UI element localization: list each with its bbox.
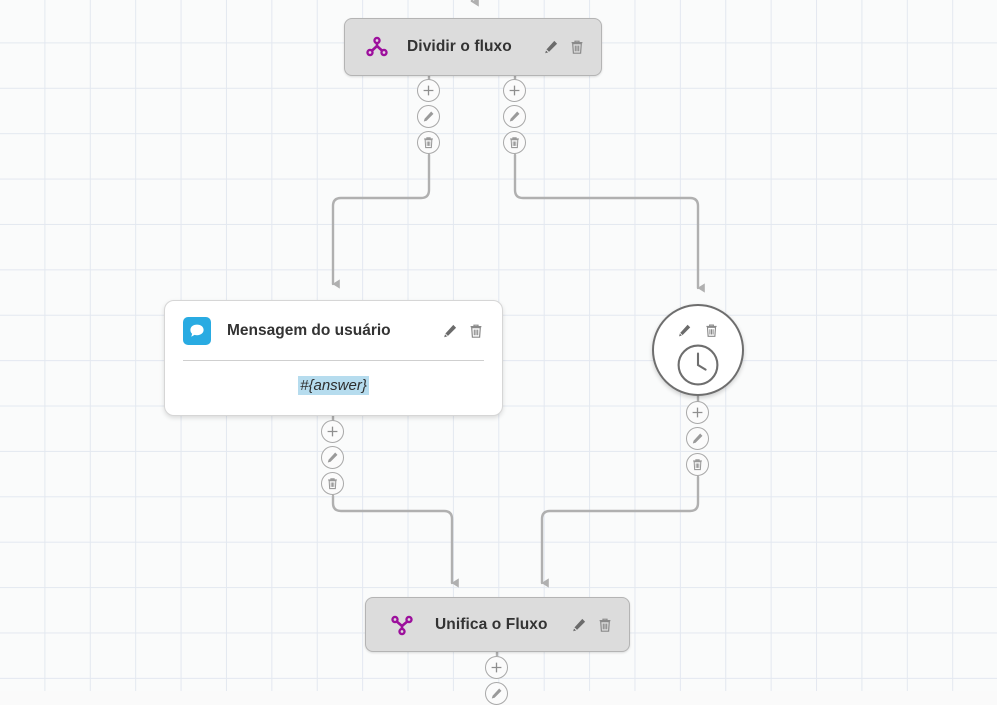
edit-connection-button[interactable] xyxy=(485,682,508,705)
node-body: #{answer} xyxy=(165,361,502,415)
pencil-icon[interactable] xyxy=(571,617,587,633)
pencil-icon[interactable] xyxy=(543,39,559,55)
edit-connection-button[interactable] xyxy=(321,446,344,469)
edit-connection-button[interactable] xyxy=(417,105,440,128)
chat-bubble-icon xyxy=(183,317,211,345)
edge-message-to-merge xyxy=(331,494,459,588)
node-toolbar[interactable] xyxy=(543,39,585,55)
add-node-button[interactable] xyxy=(417,79,440,102)
node-merge-flow[interactable]: Unifica o Fluxo xyxy=(365,597,630,652)
delete-connection-button[interactable] xyxy=(417,131,440,154)
node-timer[interactable] xyxy=(652,304,744,396)
edit-connection-button[interactable] xyxy=(686,427,709,450)
edge-split-to-message xyxy=(331,153,431,289)
edit-connection-button[interactable] xyxy=(503,105,526,128)
node-title: Mensagem do usuário xyxy=(227,322,391,339)
edge-split-to-timer xyxy=(513,153,705,293)
divider xyxy=(183,360,484,361)
delete-connection-button[interactable] xyxy=(321,472,344,495)
node-user-message[interactable]: Mensagem do usuário xyxy=(164,300,503,416)
clock-icon xyxy=(654,343,742,387)
merge-flow-icon xyxy=(388,611,416,639)
node-title: Unifica o Fluxo xyxy=(435,615,548,633)
node-toolbar[interactable] xyxy=(654,306,742,339)
node-toolbar[interactable] xyxy=(442,323,484,339)
pencil-icon[interactable] xyxy=(677,323,693,339)
split-flow-icon xyxy=(363,33,391,61)
pencil-icon[interactable] xyxy=(442,323,458,339)
trash-icon[interactable] xyxy=(704,323,720,339)
delete-connection-button[interactable] xyxy=(503,131,526,154)
trash-icon[interactable] xyxy=(468,323,484,339)
node-title: Dividir o fluxo xyxy=(407,38,512,55)
edge-timer-to-merge xyxy=(540,475,700,588)
node-split-flow[interactable]: Dividir o fluxo xyxy=(344,18,602,76)
message-variable-chip: #{answer} xyxy=(298,376,369,395)
node-toolbar[interactable] xyxy=(571,617,613,633)
add-node-button[interactable] xyxy=(321,420,344,443)
node-header: Mensagem do usuário xyxy=(165,301,502,345)
add-node-button[interactable] xyxy=(503,79,526,102)
add-node-button[interactable] xyxy=(686,401,709,424)
delete-connection-button[interactable] xyxy=(686,453,709,476)
add-node-button[interactable] xyxy=(485,656,508,679)
trash-icon[interactable] xyxy=(569,39,585,55)
trash-icon[interactable] xyxy=(597,617,613,633)
